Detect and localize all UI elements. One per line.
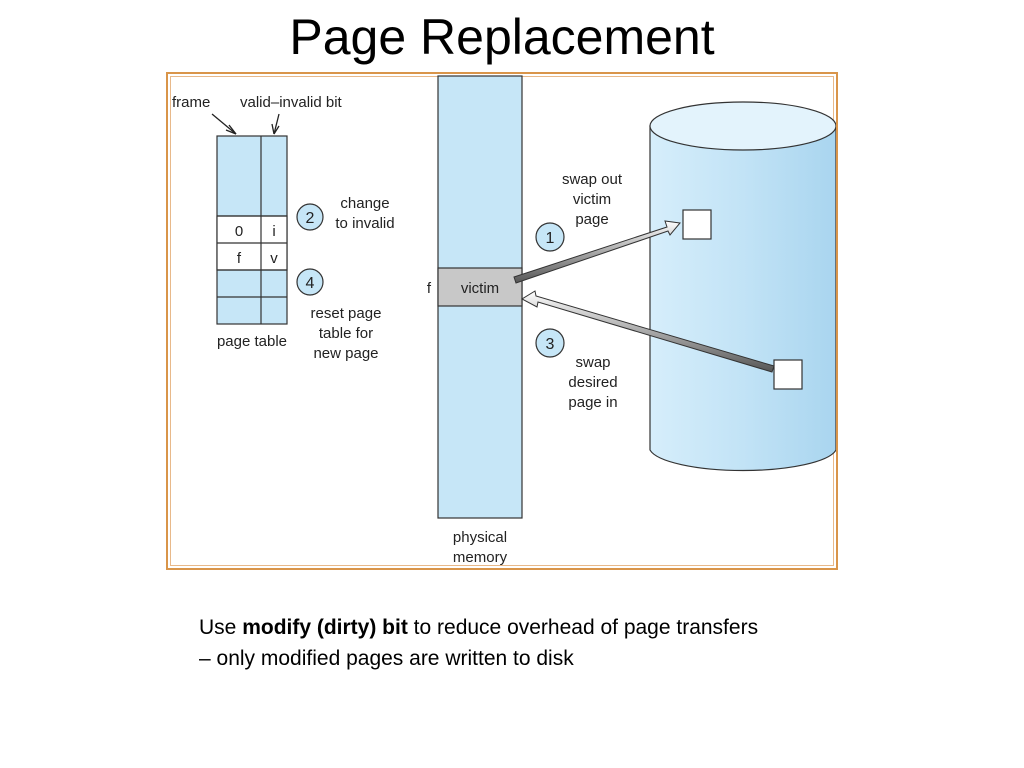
frame-pointer-arrow bbox=[211, 113, 237, 135]
step-2: 2 change to invalid bbox=[296, 195, 395, 232]
step-1-text-line1: swap out bbox=[562, 171, 623, 188]
step-1: 1 swap out victim page bbox=[535, 171, 623, 252]
physical-memory-label-line2: memory bbox=[453, 549, 508, 566]
valid-invalid-bit-label: valid–invalid bit bbox=[240, 94, 343, 111]
step-2-number: 2 bbox=[306, 210, 315, 227]
desired-page-on-disk bbox=[773, 359, 803, 390]
physical-memory: victim f bbox=[427, 75, 523, 519]
swap-in-arrow bbox=[520, 290, 775, 373]
victim-frame bbox=[437, 267, 523, 307]
page-table-row-1-frame: 0 bbox=[235, 223, 243, 240]
victim-page-on-disk bbox=[682, 209, 712, 240]
bit-pointer-arrow bbox=[273, 113, 280, 135]
caption-bold-term: modify (dirty) bit bbox=[242, 616, 408, 639]
page-table-label: page table bbox=[217, 333, 287, 350]
step-1-text-line2: victim bbox=[573, 191, 611, 208]
page-table: 0 i f v bbox=[216, 135, 288, 325]
page-table-row-1-bit: i bbox=[272, 223, 275, 240]
step-4-text-line1: reset page bbox=[311, 305, 382, 322]
page-table-row-2-frame: f bbox=[237, 250, 242, 267]
page-replacement-figure: frame valid–invalid bit 0 i f v page tab… bbox=[166, 72, 838, 570]
step-1-circle bbox=[535, 222, 565, 252]
swap-out-arrow bbox=[513, 220, 681, 284]
step-1-number: 1 bbox=[546, 230, 555, 247]
step-2-text-line2: to invalid bbox=[335, 215, 394, 232]
page-replacement-diagram: frame valid–invalid bit 0 i f v page tab… bbox=[172, 75, 836, 566]
caption-suffix: to reduce overhead of page transfers bbox=[407, 616, 759, 639]
disk-top bbox=[649, 101, 836, 151]
step-4-number: 4 bbox=[306, 275, 315, 292]
step-1-text-line3: page bbox=[575, 211, 608, 228]
step-3-circle bbox=[535, 328, 565, 358]
slide-title: Page Replacement bbox=[289, 9, 715, 65]
page-table-row-2-bit: v bbox=[270, 250, 278, 267]
step-4: 4 reset page table for new page bbox=[296, 268, 382, 362]
step-2-circle bbox=[296, 203, 324, 231]
frame-label: frame bbox=[172, 94, 210, 111]
victim-frame-f-label: f bbox=[427, 280, 432, 297]
victim-label: victim bbox=[461, 280, 499, 297]
step-4-text-line2: table for bbox=[319, 325, 373, 342]
physical-memory-label-line1: physical bbox=[453, 529, 507, 546]
step-3-number: 3 bbox=[546, 336, 555, 353]
step-4-circle bbox=[296, 268, 324, 296]
step-3-text-line1: swap bbox=[575, 354, 610, 371]
caption-prefix: Use bbox=[199, 616, 243, 639]
step-4-text-line3: new page bbox=[313, 345, 378, 362]
caption-line-1: Use modify (dirty) bit to reduce overhea… bbox=[199, 612, 919, 643]
step-2-text-line1: change bbox=[340, 195, 389, 212]
step-3-text-line3: page in bbox=[568, 394, 617, 411]
frame-pointer-arrowhead bbox=[225, 124, 237, 135]
caption-line-2: – only modified pages are written to dis… bbox=[199, 647, 574, 670]
bit-pointer-arrowhead bbox=[271, 123, 280, 135]
caption: Use modify (dirty) bit to reduce overhea… bbox=[199, 612, 919, 674]
disk bbox=[649, 101, 836, 472]
step-3: 3 swap desired page in bbox=[535, 328, 618, 411]
step-3-text-line2: desired bbox=[568, 374, 617, 391]
